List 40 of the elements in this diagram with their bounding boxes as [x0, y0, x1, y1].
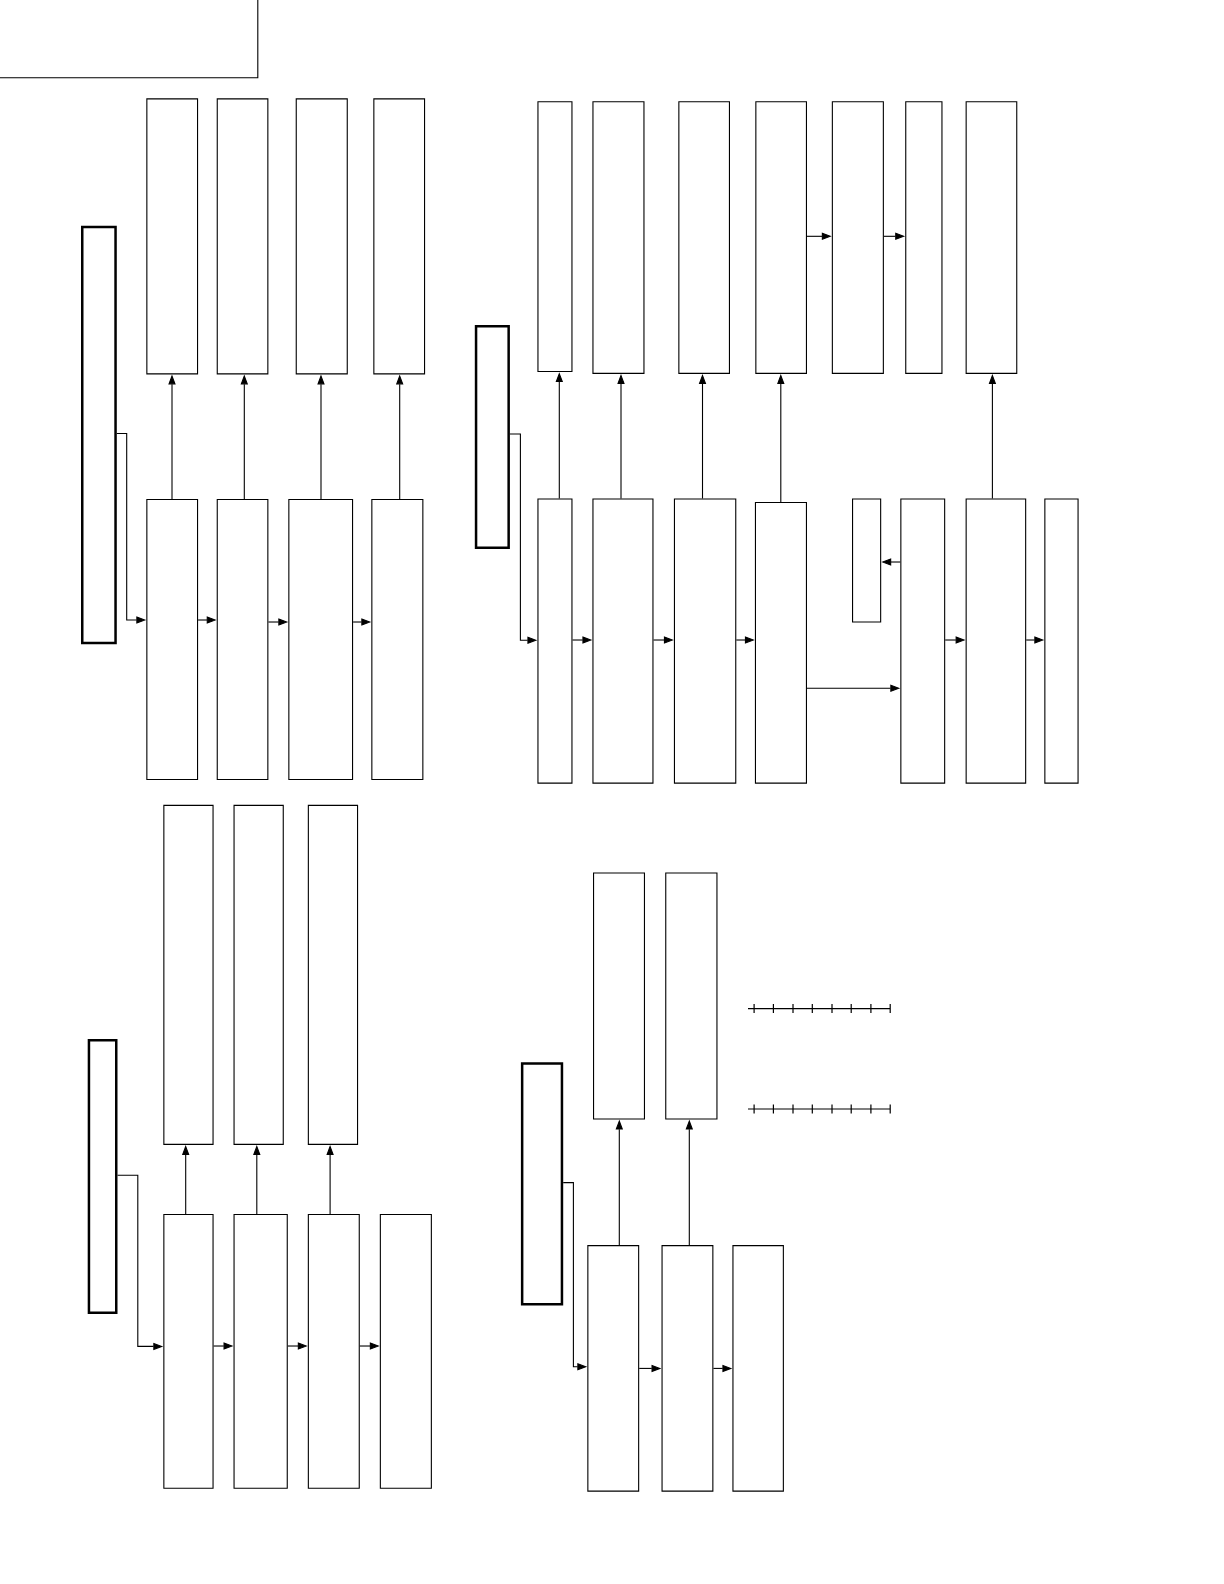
block-box [592, 101, 645, 374]
block-box [678, 101, 730, 374]
heading-box [87, 1039, 118, 1314]
block-box [216, 499, 269, 781]
block-box [965, 101, 1018, 374]
block-box [732, 1245, 784, 1492]
block-box [665, 872, 718, 1120]
block-box [661, 1245, 714, 1492]
block-box [146, 499, 199, 781]
block-box [673, 498, 737, 784]
block-box [163, 804, 214, 1145]
heading-box [520, 1062, 564, 1306]
block-box [1044, 498, 1079, 784]
block-box [373, 98, 426, 375]
block-box [233, 1214, 288, 1489]
block-box [965, 498, 1027, 784]
block-box [307, 1214, 360, 1489]
block-box [905, 101, 943, 374]
block-box [371, 499, 424, 781]
block-box [852, 498, 882, 623]
block-box [288, 499, 354, 781]
block-box [216, 98, 269, 375]
block-box [587, 1245, 640, 1492]
block-box [146, 98, 199, 375]
block-box [592, 498, 654, 784]
block-box [307, 804, 359, 1145]
title-frame [0, 0, 259, 79]
block-box [754, 502, 807, 784]
block-box [537, 498, 573, 784]
block-box [755, 101, 807, 374]
block-box [295, 98, 348, 375]
block-box [900, 498, 946, 784]
block-box [593, 872, 645, 1120]
heading-box [81, 225, 117, 645]
heading-box [474, 324, 510, 549]
block-box [233, 804, 284, 1145]
block-box [163, 1214, 214, 1489]
block-box [831, 101, 884, 374]
block-box [379, 1214, 432, 1489]
block-box [537, 101, 573, 373]
